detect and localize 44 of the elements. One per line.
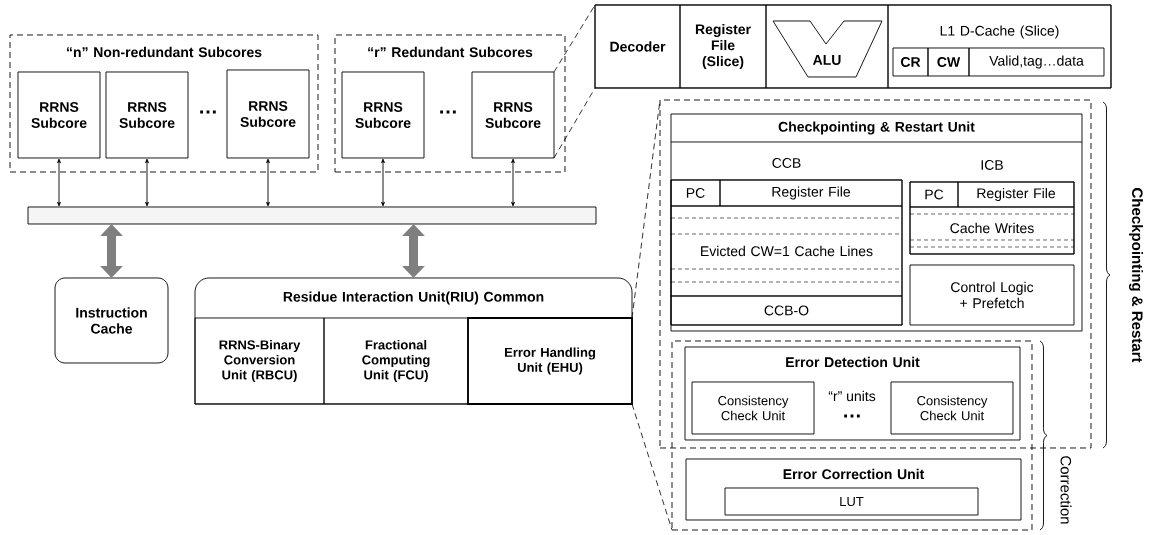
- table-cell: Valid,tag…data: [968, 47, 1105, 77]
- lut-box: LUT: [724, 487, 979, 516]
- arrow: [145, 158, 149, 207]
- table-cell: CCB-O: [670, 295, 903, 326]
- alu-cell: ALU: [765, 4, 889, 89]
- check-unit-box: Consistency Check Unit: [890, 381, 1014, 435]
- subcore-box: RRNS Subcore: [341, 71, 425, 159]
- unit-cell: Fractional Computing Unit (FCU): [323, 317, 469, 405]
- brace-label: Checkpointing & Restart: [1128, 188, 1143, 363]
- unit-cell: Error Handling Unit (EHU): [467, 317, 633, 405]
- table-cell: PC: [670, 179, 721, 207]
- bus-bar: [27, 206, 597, 225]
- arrow: [511, 158, 515, 207]
- register-file-cell: Register File (Slice): [679, 4, 767, 89]
- table-cell: CW: [927, 47, 970, 77]
- arrow: [381, 158, 385, 207]
- table-cell: Evicted CW=1 Cache Lines: [670, 205, 903, 297]
- table-cell: Cache Writes: [909, 206, 1075, 255]
- node-label: ICB: [981, 160, 1003, 170]
- subcore-box: RRNS Subcore: [17, 71, 101, 159]
- ellipsis: …: [200, 110, 216, 114]
- block-arrow: [100, 224, 123, 278]
- node-label: CCB: [772, 158, 801, 168]
- check-unit-box: Consistency Check Unit: [691, 381, 815, 435]
- subcore-box: RRNS Subcore: [226, 69, 310, 159]
- zoom-line: [553, 4, 596, 73]
- arrow: [266, 158, 270, 207]
- decoder-cell: Decoder: [594, 4, 681, 89]
- subcore-box: RRNS Subcore: [471, 71, 555, 159]
- unit-cell: RRNS-Binary Conversion Unit (RBCU): [194, 317, 325, 405]
- table-cell: Register File: [957, 181, 1075, 208]
- ellipsis: …: [844, 414, 860, 418]
- block-arrow: [402, 224, 425, 278]
- arrow: [57, 158, 61, 207]
- table-cell: CR: [892, 47, 929, 77]
- table-cell: PC: [909, 181, 959, 208]
- subcore-box: RRNS Subcore: [105, 71, 189, 159]
- brace-label: Correction: [1060, 456, 1072, 524]
- logic-box: Control Logic + Prefetch: [909, 264, 1075, 326]
- ellipsis: …: [440, 110, 456, 114]
- units-label: “r” units: [828, 390, 876, 402]
- table-cell: Register File: [719, 179, 903, 207]
- cache-box: Instruction Cache: [54, 277, 169, 364]
- zoom-line: [631, 403, 673, 531]
